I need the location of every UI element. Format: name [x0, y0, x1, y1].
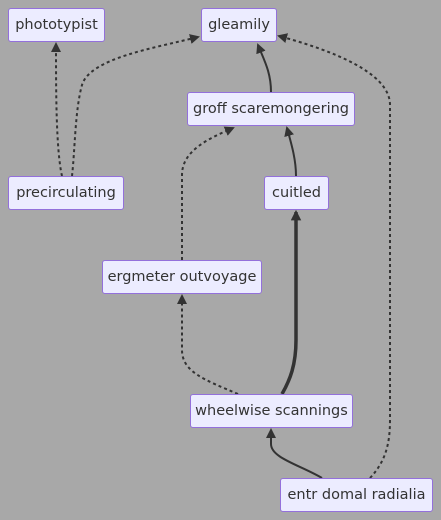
node-phototypist[interactable]: phototypist	[8, 8, 105, 42]
edge-cuitled-groff	[284, 126, 297, 177]
edge-entr-wheelwise	[266, 428, 323, 479]
node-gleamily[interactable]: gleamily	[201, 8, 277, 42]
edge-wheelwise-ergmeter	[177, 294, 239, 395]
node-entr-domal-radialia[interactable]: entr domal radialia	[280, 478, 433, 512]
node-cuitled[interactable]: cuitled	[264, 176, 329, 210]
edge-precirculating-phototypist	[51, 42, 63, 177]
edge-precirculating-gleamily	[71, 34, 200, 177]
edge-groff-gleamily	[256, 43, 272, 93]
node-groff-scaremongering[interactable]: groff scaremongering	[187, 92, 355, 126]
edge-wheelwise-cuitled	[280, 209, 302, 395]
edge-ergmeter-groff	[181, 126, 235, 260]
node-precirculating[interactable]: precirculating	[8, 176, 124, 210]
node-wheelwise-scannings[interactable]: wheelwise scannings	[190, 394, 353, 428]
node-ergmeter-outvoyage[interactable]: ergmeter outvoyage	[102, 260, 262, 294]
